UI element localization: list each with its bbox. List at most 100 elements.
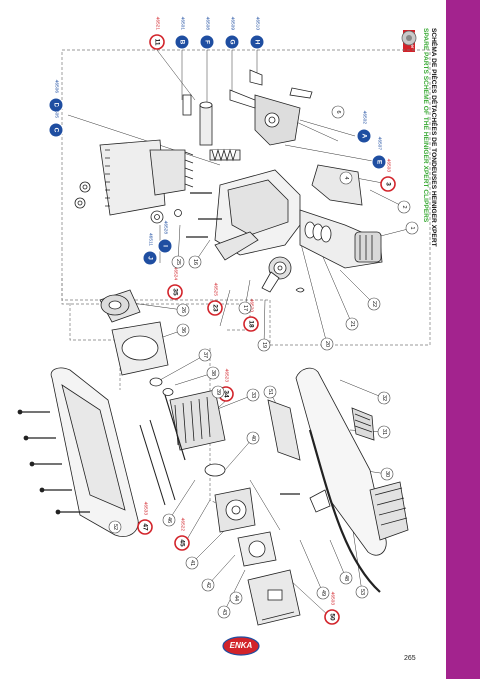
- callout-c-code: 46505: [54, 105, 60, 119]
- part-number-46: 46: [162, 513, 176, 527]
- callout-45-code: 46522: [180, 518, 186, 532]
- callout-45: 45 46522: [174, 518, 190, 551]
- callout-50-code: 46503: [330, 592, 336, 606]
- callout-47-circle: [137, 519, 153, 535]
- callout-35-circle: [167, 284, 183, 300]
- callout-d-code: 46506: [54, 80, 60, 94]
- part-number-42: 42: [201, 578, 215, 592]
- part-number-21-circle: [345, 317, 359, 331]
- callout-j: J 46511: [142, 233, 158, 266]
- part-number-31: 31: [377, 425, 391, 439]
- part-number-4-label: 4: [343, 176, 349, 179]
- part-number-49-circle: [316, 586, 330, 600]
- part-number-36-label: 36: [180, 327, 186, 333]
- part-number-43: 43: [217, 605, 231, 619]
- callout-d-label: D: [53, 103, 60, 108]
- callout-i-code: 46528: [163, 221, 169, 235]
- part-number-44: 44: [229, 591, 243, 605]
- part-number-43-circle: [217, 605, 231, 619]
- callout-j-code: 46511: [148, 233, 154, 246]
- part-number-1-circle: [405, 221, 419, 235]
- callout-45-circle: [174, 535, 190, 551]
- part-number-4-circle: [339, 171, 353, 185]
- callout-3-label: 3: [385, 182, 392, 186]
- part-number-38-circle: [206, 366, 220, 380]
- part-number-33-circle: [246, 388, 260, 402]
- part-number-31-label: 31: [381, 429, 387, 435]
- callout-d: D 46506: [48, 80, 64, 113]
- part-number-43-label: 43: [221, 609, 227, 615]
- part-number-32-circle: [377, 391, 391, 405]
- part-number-49: 49: [316, 586, 330, 600]
- callout-d-circle: [48, 97, 64, 113]
- part-number-17-circle: [238, 301, 252, 315]
- part-number-32-label: 32: [381, 395, 387, 401]
- part-number-17: 17: [238, 301, 252, 315]
- callout-18-code: 46520: [249, 299, 255, 313]
- callout-j-label: J: [147, 256, 154, 260]
- part-number-41-label: 41: [189, 560, 195, 566]
- part-number-19-circle: [257, 338, 271, 352]
- callout-f-code: 46508: [205, 17, 211, 31]
- part-number-4: 4: [339, 171, 353, 185]
- part-number-48: 48: [339, 571, 353, 585]
- callout-h-label: H: [254, 40, 261, 45]
- callout-23-code: 46525: [213, 283, 219, 297]
- part-number-33: 33: [246, 388, 260, 402]
- part-number-25-circle: [171, 255, 185, 269]
- part-number-40-circle: [246, 431, 260, 445]
- part-number-44-label: 44: [233, 595, 239, 601]
- part-number-30: 30: [380, 467, 394, 481]
- part-number-53-circle: [355, 585, 369, 599]
- part-number-37-circle: [198, 348, 212, 362]
- part-number-33-label: 33: [250, 392, 256, 398]
- part-number-19: 19: [257, 338, 271, 352]
- callout-47-label: 47: [142, 523, 149, 531]
- part-number-38: 38: [206, 366, 220, 380]
- callout-b-circle: [174, 34, 190, 50]
- part-number-1: 1: [405, 221, 419, 235]
- callout-11-label: 11: [154, 39, 161, 46]
- part-number-16-label: 16: [192, 259, 198, 265]
- left-housing: [17, 367, 139, 537]
- callout-e-label: E: [376, 160, 383, 165]
- callout-45-label: 45: [179, 539, 186, 547]
- head-assembly: [74, 69, 383, 293]
- part-number-30-circle: [380, 467, 394, 481]
- part-number-25-label: 25: [175, 259, 181, 265]
- callout-47-code: 46533: [143, 502, 149, 516]
- callout-h-code: 46510: [255, 17, 261, 31]
- callout-a-code: 46502: [362, 111, 368, 125]
- part-number-51: 51: [263, 385, 277, 399]
- part-number-21-label: 21: [349, 321, 355, 327]
- part-number-46-label: 46: [166, 517, 172, 523]
- part-number-36-circle: [176, 323, 190, 337]
- title-en: SPARE PARTS SCHEME OF THE HEINIGER XPERT…: [422, 28, 429, 223]
- motor-assembly: [99, 289, 301, 626]
- part-number-51-circle: [263, 385, 277, 399]
- callout-b-code: 46501: [180, 17, 186, 31]
- callout-h-circle: [249, 34, 265, 50]
- enka-logo: [222, 636, 260, 656]
- part-number-38-label: 38: [210, 370, 216, 376]
- callout-34-code: 46523: [224, 369, 230, 383]
- callout-23-circle: [207, 300, 223, 316]
- part-number-41-circle: [185, 556, 199, 570]
- part-number-48-label: 48: [343, 575, 349, 581]
- part-number-36: 36: [176, 323, 190, 337]
- part-number-52-label: 52: [112, 524, 118, 530]
- callout-f-label: F: [204, 40, 211, 44]
- part-number-39: 39: [211, 385, 225, 399]
- callout-34-label: 34: [223, 390, 230, 398]
- right-housing: [267, 367, 409, 593]
- part-number-37: 37: [198, 348, 212, 362]
- callout-b-label: B: [179, 40, 186, 45]
- callout-h: H 46510: [249, 17, 265, 50]
